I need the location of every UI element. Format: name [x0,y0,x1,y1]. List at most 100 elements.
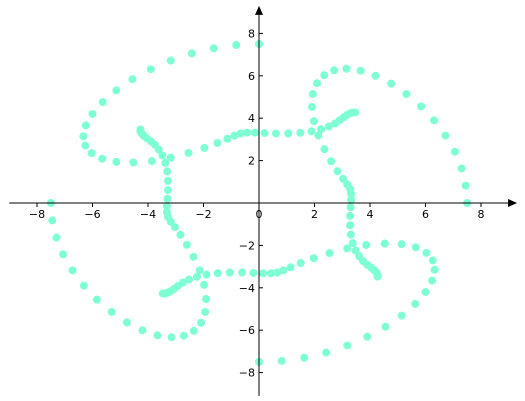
data-point [230,131,239,140]
data-point [351,246,360,255]
data-point [296,128,305,137]
data-point [402,90,411,99]
data-point [79,132,88,141]
data-point [411,299,420,308]
data-point [201,307,210,316]
data-point [325,249,334,258]
data-point [346,211,355,220]
data-point [387,79,396,88]
data-point [163,186,172,195]
data-point [179,331,188,340]
data-point [87,149,96,158]
data-point [163,194,172,203]
data-point [163,167,172,176]
data-point [309,117,318,126]
data-point [249,268,258,277]
data-point [411,243,420,252]
data-point [339,174,348,183]
x-tick-label: 2 [311,208,318,221]
data-point [250,128,259,137]
data-point [243,128,252,137]
data-point [343,341,352,350]
data-point [81,141,90,150]
data-point [307,127,316,136]
data-point [225,268,234,277]
data-point [68,266,77,275]
data-point [309,254,318,263]
data-point [314,131,323,140]
data-point [146,65,155,74]
data-point [200,143,209,152]
data-point [417,102,426,111]
data-point [192,272,201,281]
x-tick-label: 4 [367,208,374,221]
data-point [266,269,275,278]
data-point [441,131,450,140]
axes [9,5,518,396]
y-tick-label: −6 [239,324,255,337]
y-tick-label: 4 [248,112,255,125]
data-point [461,181,470,190]
data-point [98,98,107,107]
data-point [277,356,286,365]
data-point [197,318,205,327]
data-point [330,66,339,75]
data-point [322,348,331,357]
data-point [88,109,97,118]
data-point [346,221,355,230]
data-point [343,244,352,253]
data-point [161,158,170,167]
data-point [238,268,247,277]
data-point [351,108,360,117]
data-point [189,326,198,335]
data-point [162,202,171,211]
data-point [163,176,172,185]
data-point [286,263,295,272]
data-point [324,122,333,131]
y-axis-arrow [255,5,263,15]
data-point [213,269,222,278]
y-tick-label: 8 [248,27,255,40]
data-point [381,322,390,331]
data-point [271,129,280,138]
data-point [317,125,326,134]
data-point [189,252,198,261]
data-point [112,157,121,166]
data-point [138,326,147,335]
data-point [348,239,357,248]
data-point [363,332,372,341]
data-point [284,129,293,138]
data-point [170,223,179,232]
data-point [300,353,309,362]
x-tick-label: −4 [140,208,156,221]
data-point [397,240,406,249]
data-point [333,167,342,176]
data-point [128,75,137,84]
data-point [176,230,185,239]
data-point [313,79,321,88]
y-tick-label: −8 [239,367,255,380]
data-point [346,203,355,212]
data-point [59,250,68,259]
data-point [259,269,268,278]
y-tick-label: 2 [248,155,255,168]
y-tick-label: −4 [239,282,255,295]
data-point [98,154,107,163]
data-point [428,256,437,265]
data-point [185,275,194,284]
data-point [195,266,204,275]
data-point [187,49,196,58]
data-point [107,307,116,316]
data-point [79,281,88,290]
data-point [184,148,193,157]
data-point [112,86,121,95]
y-tick-label: −2 [239,239,255,252]
data-point [52,233,61,242]
x-tick-label: −2 [195,208,211,221]
data-points [46,40,472,366]
data-point [373,272,382,281]
data-point [279,266,288,275]
data-point [430,116,439,125]
